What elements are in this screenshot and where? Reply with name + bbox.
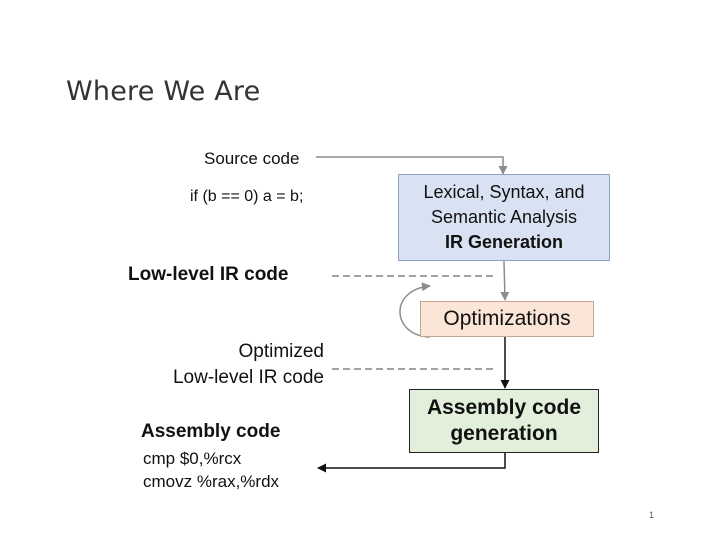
- ir-code-label: Low-level IR code: [128, 264, 289, 285]
- page-number: 1: [649, 510, 655, 520]
- analysis-box-line-1: Lexical, Syntax, and: [423, 182, 585, 202]
- source-code-sample: if (b == 0) a = b;: [190, 188, 304, 205]
- optimizations-box: Optimizations: [420, 301, 594, 337]
- analysis-box: Lexical, Syntax, and Semantic Analysis I…: [398, 174, 610, 261]
- optimizations-box-label: Optimizations: [443, 307, 571, 330]
- assembly-code-line-2: cmovz %rax,%rdx: [143, 472, 280, 491]
- optimized-ir-label-line-1: Optimized: [238, 341, 324, 362]
- optimized-ir-label-line-2: Low-level IR code: [172, 367, 324, 388]
- source-to-analysis-arrow: [316, 156, 508, 175]
- optimization-loop-arrow: [399, 282, 431, 338]
- assembly-code-line-1: cmp $0,%rcx: [143, 449, 242, 468]
- analysis-box-line-2: Semantic Analysis: [430, 207, 578, 227]
- analysis-to-optimizations-arrow: [500, 260, 510, 301]
- source-code-label: Source code: [204, 149, 300, 168]
- assembly-generation-box: Assembly code generation: [409, 389, 599, 453]
- assembly-box-line-2: generation: [450, 422, 558, 445]
- analysis-box-line-3: IR Generation: [444, 232, 564, 252]
- slide-title: Where We Are: [66, 76, 261, 107]
- assembly-code-label: Assembly code: [141, 421, 281, 442]
- assembly-to-output-arrow: [317, 453, 506, 473]
- assembly-box-line-1: Assembly code: [426, 396, 582, 419]
